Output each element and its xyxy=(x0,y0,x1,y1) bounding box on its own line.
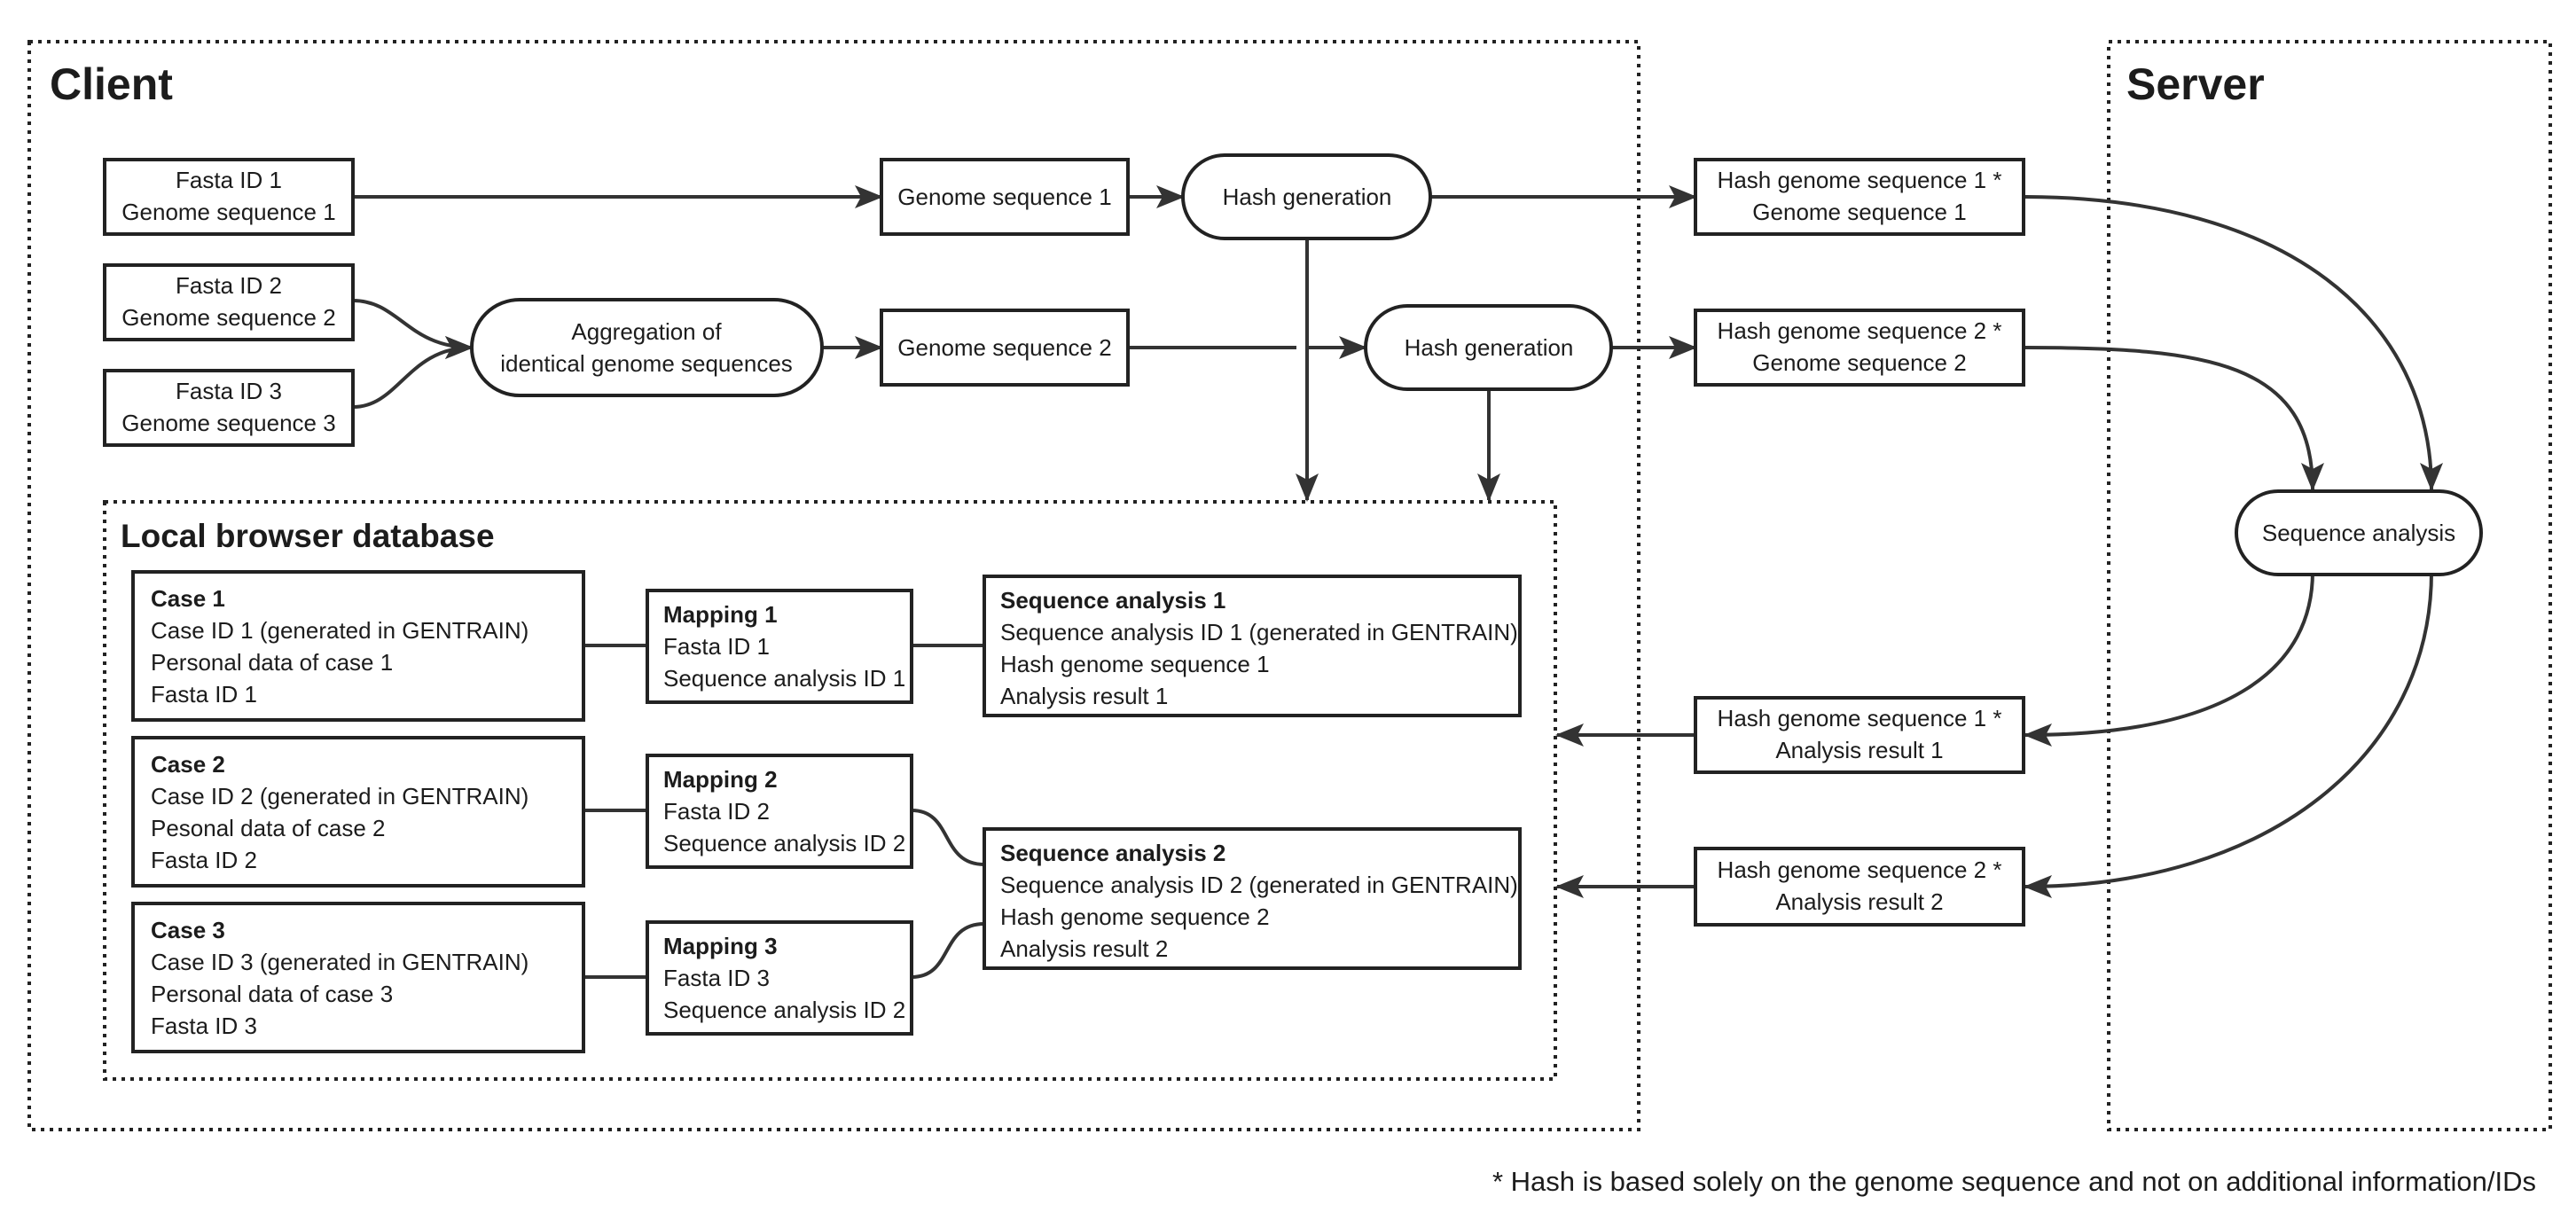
edge-fasta3-to-aggregation xyxy=(352,336,474,409)
db-mapping-2: Mapping 2 Fasta ID 2 Sequence analysis I… xyxy=(646,754,913,869)
aggregation-node: Aggregation of identical genome sequence… xyxy=(470,298,824,397)
db-case-2-line2: Pesonal data of case 2 xyxy=(151,815,386,841)
edge-mapping3-analysis2 xyxy=(911,922,985,979)
result-box-2: Hash genome sequence 2 * Analysis result… xyxy=(1694,847,2025,927)
result-box-1-line2: Analysis result 1 xyxy=(1775,737,1943,763)
db-case-3-line2: Personal data of case 3 xyxy=(151,981,393,1007)
db-mapping-2-title: Mapping 2 xyxy=(663,766,778,793)
db-case-1-title: Case 1 xyxy=(151,585,225,612)
upload-box-1-line2: Genome sequence 1 xyxy=(1752,199,1966,225)
db-case-2: Case 2 Case ID 2 (generated in GENTRAIN)… xyxy=(131,736,585,888)
client-zone: Client xyxy=(27,40,1640,1131)
db-case-3-line1: Case ID 3 (generated in GENTRAIN) xyxy=(151,949,529,975)
server-zone-label: Server xyxy=(2126,59,2265,109)
db-sequence-analysis-2-title: Sequence analysis 2 xyxy=(1000,840,1225,866)
input-fasta1-line2: Genome sequence 1 xyxy=(121,199,335,225)
hash-generation-2-node: Hash generation xyxy=(1364,304,1613,391)
db-case-1-line3: Fasta ID 1 xyxy=(151,681,257,708)
db-case-2-title: Case 2 xyxy=(151,751,225,778)
hash-generation-1-node: Hash generation xyxy=(1181,153,1432,240)
result-box-2-line1: Hash genome sequence 2 * xyxy=(1718,856,2002,883)
edge-upload2-to-analysis xyxy=(2023,346,2324,491)
input-fasta2-line1: Fasta ID 2 xyxy=(176,272,282,299)
db-case-2-line1: Case ID 2 (generated in GENTRAIN) xyxy=(151,783,529,809)
db-sequence-analysis-2-line3: Analysis result 2 xyxy=(1000,935,1168,962)
edge-analysis-to-result1 xyxy=(2024,571,2314,747)
genome-seq-2-label: Genome sequence 2 xyxy=(897,334,1111,361)
upload-box-1-line1: Hash genome sequence 1 * xyxy=(1718,167,2002,193)
db-sequence-analysis-1: Sequence analysis 1 Sequence analysis ID… xyxy=(983,575,1522,717)
db-mapping-2-line1: Fasta ID 2 xyxy=(663,798,770,825)
db-sequence-analysis-1-line3: Analysis result 1 xyxy=(1000,683,1168,709)
upload-box-2-line2: Genome sequence 2 xyxy=(1752,349,1966,376)
local-db-zone: Local browser database xyxy=(103,500,1557,1081)
server-sequence-analysis-node: Sequence analysis xyxy=(2235,489,2483,576)
input-fasta1: Fasta ID 1 Genome sequence 1 xyxy=(103,158,355,236)
result-box-1-line1: Hash genome sequence 1 * xyxy=(1718,705,2002,731)
db-mapping-3-title: Mapping 3 xyxy=(663,933,778,959)
db-sequence-analysis-2: Sequence analysis 2 Sequence analysis ID… xyxy=(983,827,1522,970)
db-case-3: Case 3 Case ID 3 (generated in GENTRAIN)… xyxy=(131,902,585,1053)
server-zone: Server xyxy=(2107,40,2552,1131)
genome-seq-2-node: Genome sequence 2 xyxy=(880,309,1130,387)
input-fasta3-line2: Genome sequence 3 xyxy=(121,410,335,436)
hash-generation-2-label: Hash generation xyxy=(1405,334,1574,361)
db-case-3-line3: Fasta ID 3 xyxy=(151,1013,257,1039)
db-mapping-3: Mapping 3 Fasta ID 3 Sequence analysis I… xyxy=(646,920,913,1036)
edges xyxy=(352,185,2443,979)
edge-fasta2-to-aggregation xyxy=(352,299,474,359)
client-zone-label: Client xyxy=(50,59,173,109)
genome-seq-1-node: Genome sequence 1 xyxy=(880,158,1130,236)
db-case-3-title: Case 3 xyxy=(151,917,225,943)
db-case-1: Case 1 Case ID 1 (generated in GENTRAIN)… xyxy=(131,570,585,722)
db-sequence-analysis-1-line1: Sequence analysis ID 1 (generated in GEN… xyxy=(1000,619,1518,645)
db-mapping-1-line2: Sequence analysis ID 1 xyxy=(663,665,905,692)
input-fasta2-line2: Genome sequence 2 xyxy=(121,304,335,331)
footnote: * Hash is based solely on the genome seq… xyxy=(1492,1166,2536,1197)
db-mapping-2-line2: Sequence analysis ID 2 xyxy=(663,830,905,856)
input-fasta2: Fasta ID 2 Genome sequence 2 xyxy=(103,263,355,341)
db-sequence-analysis-2-line1: Sequence analysis ID 2 (generated in GEN… xyxy=(1000,872,1518,898)
db-sequence-analysis-1-line2: Hash genome sequence 1 xyxy=(1000,651,1270,677)
hash-generation-1-label: Hash generation xyxy=(1223,184,1392,210)
db-sequence-analysis-2-line2: Hash genome sequence 2 xyxy=(1000,903,1270,930)
aggregation-line1: Aggregation of xyxy=(571,318,722,345)
aggregation-line2: identical genome sequences xyxy=(500,350,793,377)
input-fasta3-line1: Fasta ID 3 xyxy=(176,378,282,404)
edge-analysis-to-result2 xyxy=(2024,571,2433,898)
result-box-1: Hash genome sequence 1 * Analysis result… xyxy=(1694,696,2025,774)
db-case-2-line3: Fasta ID 2 xyxy=(151,847,257,873)
local-db-zone-label: Local browser database xyxy=(121,518,495,554)
db-mapping-1-line1: Fasta ID 1 xyxy=(663,633,770,660)
server-sequence-analysis-label: Sequence analysis xyxy=(2262,520,2455,546)
db-mapping-3-line2: Sequence analysis ID 2 xyxy=(663,997,905,1023)
db-case-1-line1: Case ID 1 (generated in GENTRAIN) xyxy=(151,617,529,644)
upload-box-1: Hash genome sequence 1 * Genome sequence… xyxy=(1694,158,2025,236)
db-mapping-3-line1: Fasta ID 3 xyxy=(663,965,770,991)
db-sequence-analysis-1-title: Sequence analysis 1 xyxy=(1000,587,1225,614)
edge-mapping2-analysis2 xyxy=(911,809,985,866)
input-fasta1-line1: Fasta ID 1 xyxy=(176,167,282,193)
result-box-2-line2: Analysis result 2 xyxy=(1775,888,1943,915)
edge-upload1-to-analysis xyxy=(2023,195,2443,491)
input-fasta3: Fasta ID 3 Genome sequence 3 xyxy=(103,369,355,447)
db-case-1-line2: Personal data of case 1 xyxy=(151,649,393,676)
db-mapping-1: Mapping 1 Fasta ID 1 Sequence analysis I… xyxy=(646,589,913,704)
upload-box-2: Hash genome sequence 2 * Genome sequence… xyxy=(1694,309,2025,387)
genome-seq-1-label: Genome sequence 1 xyxy=(897,184,1111,210)
db-mapping-1-title: Mapping 1 xyxy=(663,601,778,628)
upload-box-2-line1: Hash genome sequence 2 * xyxy=(1718,317,2002,344)
